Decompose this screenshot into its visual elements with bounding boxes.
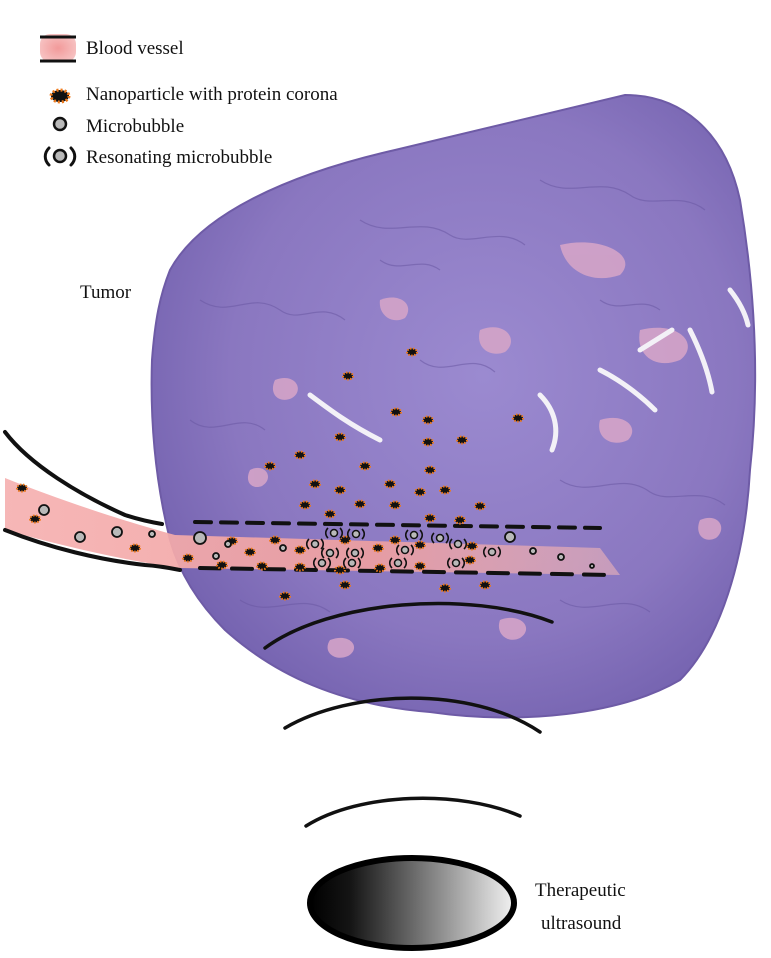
nanoparticle [415,489,425,496]
nanoparticle [391,409,401,416]
nanoparticle [407,349,417,356]
nanoparticle [423,417,433,424]
nanoparticle [335,434,345,441]
nanoparticle [480,582,490,589]
microbubble [225,541,231,547]
nanoparticle [423,439,433,446]
nanoparticle [295,547,305,554]
nanoparticle [30,516,40,523]
nanoparticle [390,502,400,509]
transducer-label-line2: ultrasound [541,913,622,934]
legend-item-resonating-microbubble: Resonating microbubble [45,147,272,168]
legend-item-blood-vessel: Blood vessel [40,34,184,62]
microbubble-icon [54,118,66,130]
microbubble [530,548,536,554]
nanoparticle [385,481,395,488]
nanoparticle [335,487,345,494]
nanoparticle [415,563,425,570]
nanoparticle [360,463,370,470]
legend-item-nanoparticle: Nanoparticle with protein corona [51,84,338,105]
nanoparticle [467,543,477,550]
microbubble [505,532,515,542]
nanoparticle [343,373,353,380]
microbubble [75,532,85,542]
tumor-label: Tumor [80,282,132,303]
transducer-label-line1: Therapeutic [535,880,626,901]
nanoparticle [335,567,345,574]
nanoparticle [425,515,435,522]
nanoparticle [465,557,475,564]
microbubble [39,505,49,515]
tumor-tissue [152,95,756,717]
nanoparticle [130,545,140,552]
nanoparticle [440,585,450,592]
nanoparticle [300,502,310,509]
nanoparticle [270,537,280,544]
microbubble [213,553,219,559]
nanoparticle-icon [51,90,69,102]
microbubble [280,545,286,551]
nanoparticle [245,549,255,556]
nanoparticle [257,563,267,570]
nanoparticle [217,562,227,569]
legend-label-nanoparticle: Nanoparticle with protein corona [86,84,338,105]
nanoparticle [475,503,485,510]
nanoparticle [390,537,400,544]
legend: Blood vessel Nanoparticle with protein c… [40,34,338,168]
legend-label-resonating-microbubble: Resonating microbubble [86,147,272,168]
legend-label-blood-vessel: Blood vessel [86,38,184,59]
microbubble [149,531,155,537]
legend-label-microbubble: Microbubble [86,116,184,137]
nanoparticle [415,542,425,549]
ultrasound-transducer [310,858,514,948]
microbubble [590,564,594,568]
nanoparticle [183,555,193,562]
nanoparticle [373,545,383,552]
nanoparticle [295,564,305,571]
nanoparticle [310,481,320,488]
nanoparticle [265,463,275,470]
nanoparticle [457,437,467,444]
nanoparticle [280,593,290,600]
wavefront-3 [306,798,520,826]
microbubble [112,527,122,537]
resonating-microbubble-icon [45,148,75,165]
nanoparticle [375,565,385,572]
nanoparticle [325,511,335,518]
nanoparticle [440,487,450,494]
nanoparticle [425,467,435,474]
legend-item-microbubble: Microbubble [54,116,184,137]
nanoparticle [455,517,465,524]
nanoparticle [513,415,523,422]
microbubble [194,532,206,544]
nanoparticle [355,501,365,508]
microbubble [558,554,564,560]
nanoparticle [340,582,350,589]
nanoparticle [17,485,27,492]
nanoparticle [295,452,305,459]
